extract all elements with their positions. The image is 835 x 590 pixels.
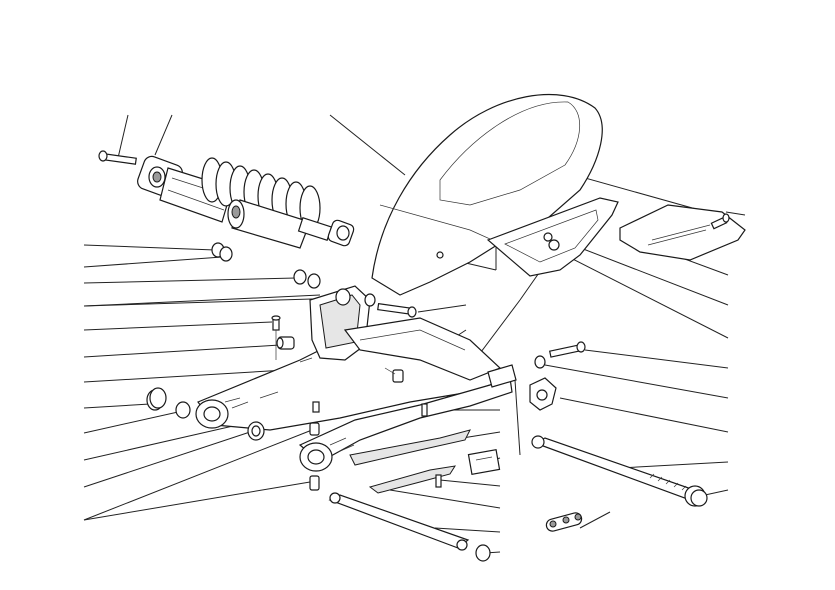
leader-line xyxy=(83,429,313,521)
swingarm xyxy=(195,285,517,494)
seal-ring xyxy=(175,401,191,419)
rear-axle xyxy=(531,435,702,501)
plate-bracket xyxy=(619,204,746,261)
leader-line xyxy=(559,397,729,433)
sleeve xyxy=(309,422,320,436)
adjuster-nut xyxy=(534,355,546,369)
pivot-ring xyxy=(475,544,491,562)
leader-line xyxy=(439,479,501,487)
leader-line xyxy=(417,304,467,313)
shock-body xyxy=(227,199,333,249)
leader-line xyxy=(619,461,729,469)
leader-line xyxy=(389,489,501,509)
leader-line xyxy=(154,114,173,156)
sleeve xyxy=(309,475,320,491)
screw xyxy=(312,401,320,413)
leader-line xyxy=(83,321,273,331)
leader-line xyxy=(704,489,729,496)
leader-line xyxy=(544,364,729,399)
leader-line xyxy=(117,114,129,159)
leader-line xyxy=(554,249,729,339)
screw xyxy=(421,403,428,417)
center-bolt xyxy=(377,302,417,318)
leader-line xyxy=(83,297,346,307)
leader-line xyxy=(514,379,521,456)
shock-top-bolt xyxy=(98,150,137,165)
leader-line xyxy=(434,527,501,533)
stud xyxy=(384,367,404,383)
hardware xyxy=(146,293,708,562)
axle-nut xyxy=(684,485,708,507)
chain-link xyxy=(545,512,583,532)
screw xyxy=(435,474,442,488)
link-block xyxy=(276,336,295,350)
pivot-shaft xyxy=(328,492,470,551)
shock-spring xyxy=(201,157,321,231)
swingarm-pivot-left xyxy=(195,399,229,429)
leader-line xyxy=(83,411,179,434)
leader-line xyxy=(584,349,729,369)
leader-line xyxy=(579,511,611,529)
leader-line xyxy=(83,403,151,409)
link-bolt xyxy=(271,315,281,331)
leader-line xyxy=(83,431,251,488)
leader-line xyxy=(329,114,406,176)
bushing-left xyxy=(146,387,167,411)
leader-line xyxy=(559,239,729,306)
tag-plate xyxy=(467,449,501,475)
leader-line xyxy=(83,481,311,521)
leader-line xyxy=(83,344,281,358)
chain-adjuster xyxy=(529,377,557,411)
chain-guard xyxy=(486,197,619,277)
swingarm-pivot-right xyxy=(299,442,333,472)
leader-line xyxy=(83,277,297,284)
leader-line xyxy=(83,256,223,268)
leader-line xyxy=(83,294,321,307)
adjuster-bolt xyxy=(548,341,586,358)
shock-bottom-eye xyxy=(327,219,355,247)
rear-shock-absorber xyxy=(98,150,355,289)
shock-spacers xyxy=(211,242,321,289)
washer xyxy=(364,293,376,307)
leader-line xyxy=(83,244,216,251)
leader-line xyxy=(725,211,746,216)
